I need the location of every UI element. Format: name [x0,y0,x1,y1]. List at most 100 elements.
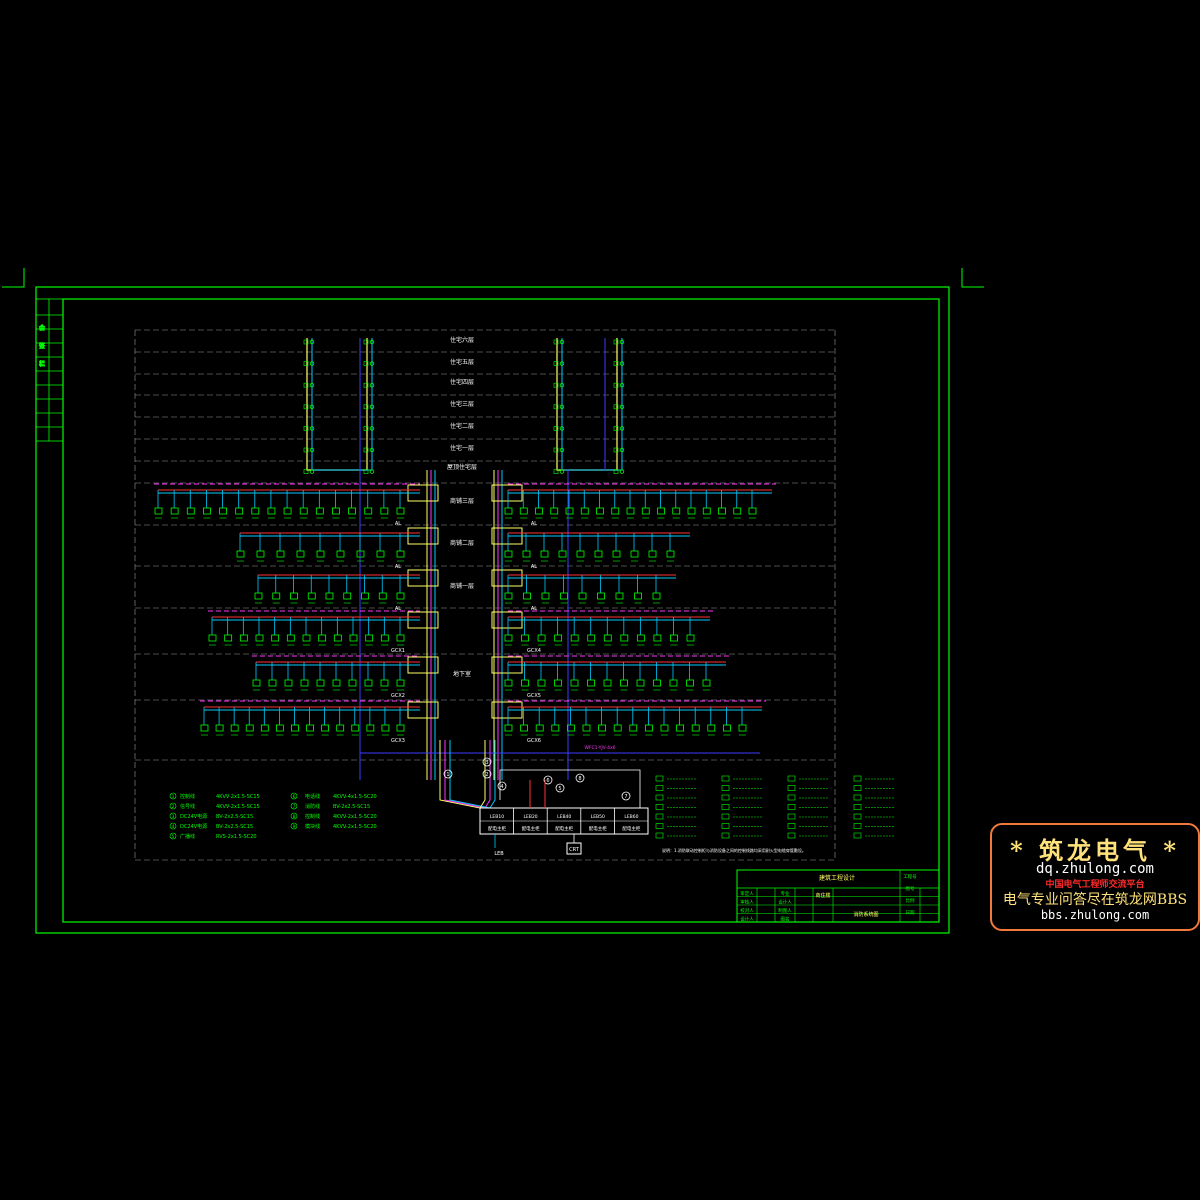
legend-num: 7 [293,804,296,810]
circle-number-ring [621,791,631,801]
device-symbol [670,634,678,642]
cabinet-name: LEB60 [624,814,638,820]
device-symbol [587,634,596,642]
device-symbol [376,550,385,558]
device-symbol [541,592,550,600]
device-symbol [578,592,587,600]
circle-number-ring [555,783,565,793]
device-symbol [615,592,624,600]
device-symbol [268,679,277,687]
panel-label-left: AL [395,521,401,527]
title-row-left: 审核人 [740,899,754,906]
floor-label-upper: 住宅四层 [450,378,474,386]
legend-symbol [721,823,730,829]
legend-spec: BV-2x2.5-SC15 [216,824,253,830]
trunk-lead [489,740,496,809]
legend-name: 广播线 [180,833,195,840]
device-symbol [686,679,694,687]
device-symbol [611,507,620,515]
stamp-title: * 筑龙电气 * [1010,836,1180,865]
circle-number-ring [482,757,492,767]
device-symbol [570,634,579,642]
legend-symbol [787,785,796,791]
device-symbol [672,507,681,515]
device-symbol [186,507,195,515]
device-symbol [170,507,179,515]
panel-label-left: AL [395,606,401,612]
device-symbol [521,679,529,687]
legend-num: 5 [172,834,175,840]
riser-line [556,338,618,471]
device-symbol [560,592,568,600]
floor-lines [134,329,836,861]
trunk-lead [439,740,481,809]
device-symbol [356,550,365,558]
device-symbol [598,724,606,732]
device-symbol [336,550,345,558]
device-symbol [686,634,695,642]
title-row-right: 图号 [906,886,915,892]
device-symbol [272,592,281,600]
floor-label-upper: 住宅二层 [450,422,474,430]
legend-num-ring [290,792,298,800]
riser-line [311,338,373,471]
device-symbol [251,507,260,515]
revision-header-text: 会 [39,324,45,332]
device-symbol [321,724,330,732]
device-symbol [267,507,276,515]
device-symbol [748,507,757,515]
module-symbol [553,404,559,410]
cable-tag: WFC1-YJV-4x6 [584,745,615,751]
device-symbol [396,634,405,642]
device-symbol [596,507,604,515]
panel-label-right: GCX4 [527,648,541,654]
device-symbol [380,634,389,642]
drawing-note: 说明：1.消防联动控制柜与消防设备之间的控制线路均采用耐火型电缆穿管敷设。 [662,847,806,853]
detector-symbol [559,469,565,474]
circle-number: 1 [446,772,449,778]
device-symbol [653,679,661,687]
detector-symbol [619,426,625,431]
detector-symbol [309,426,315,431]
device-symbol [343,592,352,600]
device-symbol [333,634,342,642]
device-symbol [520,724,528,732]
device-symbol [154,507,163,515]
floor-label-lower: 商铺三层 [450,497,474,505]
device-symbol [504,507,513,515]
circle-number: 8 [578,776,581,782]
legend-symbol [853,785,862,791]
device-symbol [396,724,405,732]
cabinet-sub: 配电主柜 [589,825,607,832]
panel-label-right: AL [531,564,537,570]
title-row-mid: 制图人 [778,907,792,914]
legend-num-ring [169,832,177,840]
cabinet-connector [499,769,641,808]
circle-number: 6 [546,778,549,784]
revision-header-text: 栏 [39,360,45,368]
device-symbol [597,592,605,600]
device-symbol [378,592,387,600]
crt-label: CRT [569,847,580,853]
module-symbol [363,426,369,431]
device-symbol [260,724,269,732]
legend-symbol [655,813,664,820]
device-symbol [660,724,669,732]
device-symbol [707,724,716,732]
device-symbol [230,724,239,732]
device-symbol [316,550,325,558]
legend-name: DC24V电源 [180,813,207,820]
detector-symbol [369,404,375,409]
device-symbol [669,679,678,687]
panel-label-right: GCX5 [527,693,541,699]
device-symbol [620,634,629,642]
legend-spec: 4KVV-2x1.5-SC20 [333,814,377,820]
circle-number: 7 [624,794,627,800]
detector-symbol [369,426,375,431]
module-symbol [613,426,619,431]
device-symbol [603,634,612,642]
device-symbol [365,634,374,642]
device-symbol [723,724,731,732]
module-symbol [363,447,369,453]
